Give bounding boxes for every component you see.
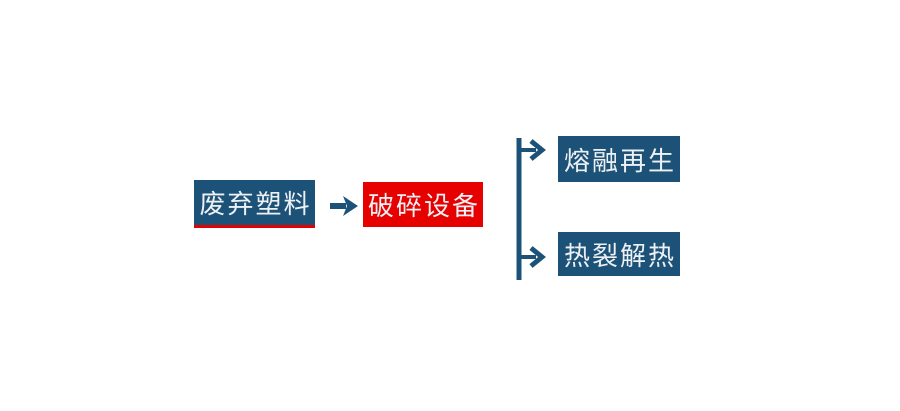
node-crushing-equipment-label: 破碎设备 xyxy=(367,191,480,221)
node-crushing-equipment: 破碎设备 xyxy=(363,182,483,227)
node-melt-regeneration: 熔融再生 xyxy=(558,136,680,182)
node-melt-regeneration-label: 熔融再生 xyxy=(563,145,676,176)
node-waste-plastic-label: 废弃塑料 xyxy=(199,189,312,219)
node-thermal-pyrolysis-label: 热裂解热 xyxy=(563,240,676,271)
branch-connector-icon xyxy=(516,138,546,280)
node-waste-plastic: 废弃塑料 xyxy=(194,180,315,228)
arrow-right-icon xyxy=(330,196,358,216)
node-thermal-pyrolysis: 热裂解热 xyxy=(558,232,680,276)
